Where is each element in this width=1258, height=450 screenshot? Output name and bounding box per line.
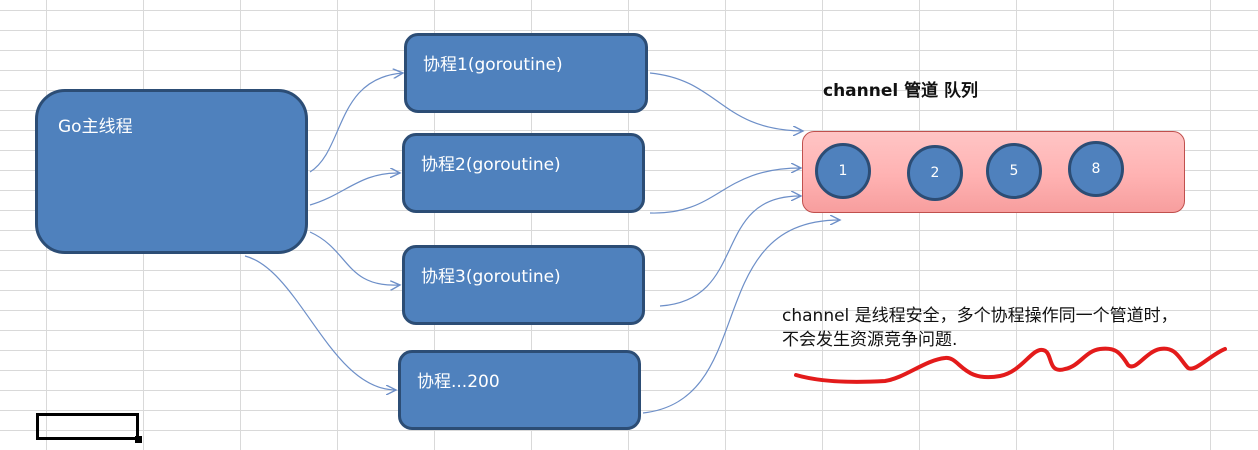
- goroutine-label-1: 协程1(goroutine): [423, 55, 563, 75]
- queue-item: 2: [907, 145, 963, 201]
- arrow-goroutine200-to-channel: [642, 220, 840, 414]
- queue-item: 5: [986, 143, 1042, 199]
- arrow-main-to-goroutine2: [309, 173, 400, 206]
- note-line-2: 不会发生资源竞争问题.: [782, 330, 958, 350]
- thread-safety-note: channel 是线程安全，多个协程操作同一个管道时， 不会发生资源竞争问题.: [782, 304, 1252, 352]
- goroutine-label-200: 协程...200: [417, 372, 500, 392]
- selected-cell[interactable]: [36, 413, 139, 440]
- arrow-main-to-goroutine1: [309, 73, 403, 173]
- arrow-main-to-goroutine3: [309, 231, 400, 285]
- arrow-main-to-goroutine200: [244, 255, 396, 390]
- main-thread-label: Go主线程: [58, 117, 133, 137]
- goroutine-label-3: 协程3(goroutine): [421, 267, 561, 287]
- fill-handle[interactable]: [135, 436, 142, 443]
- arrow-goroutine1-to-channel: [649, 72, 803, 131]
- main-thread-box: Go主线程: [35, 89, 308, 254]
- arrow-goroutine2-to-channel: [649, 168, 801, 214]
- channel-title: channel 管道 队列: [823, 81, 979, 101]
- goroutine-label-2: 协程2(goroutine): [421, 155, 561, 175]
- goroutine-box-1: 协程1(goroutine): [404, 33, 648, 113]
- goroutine-box-3: 协程3(goroutine): [402, 245, 645, 325]
- goroutine-box-200: 协程...200: [398, 350, 641, 430]
- note-line-1: channel 是线程安全，多个协程操作同一个管道时，: [782, 306, 1178, 326]
- red-underline-scribble: [794, 346, 1227, 384]
- goroutine-box-2: 协程2(goroutine): [402, 133, 645, 213]
- channel-queue: 1 2 5 8: [802, 131, 1185, 213]
- arrow-goroutine3-to-channel: [659, 196, 801, 307]
- queue-item: 1: [815, 143, 871, 199]
- queue-item: 8: [1068, 141, 1124, 197]
